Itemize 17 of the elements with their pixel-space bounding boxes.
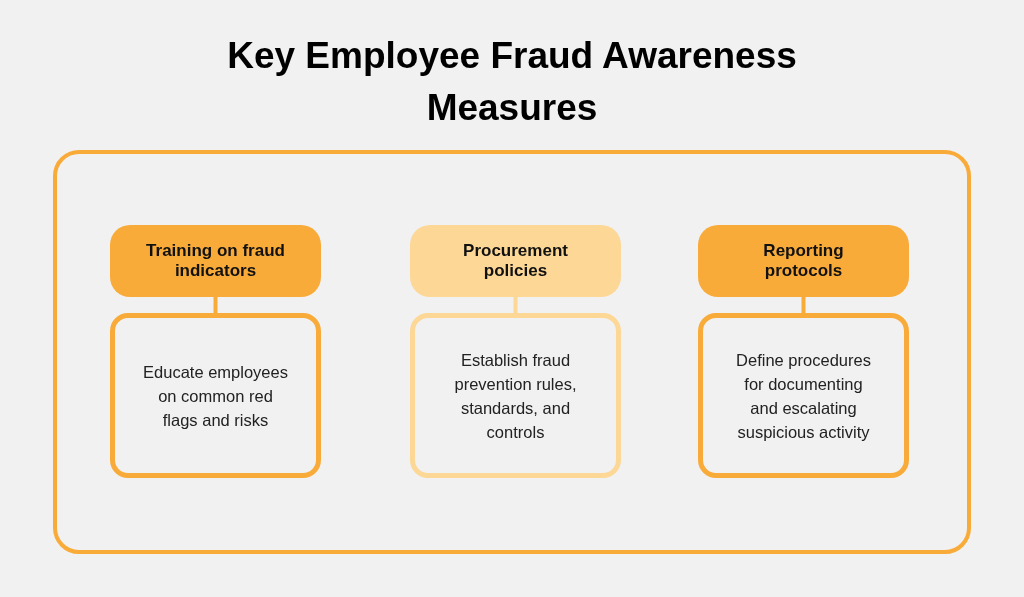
diagram-title: Key Employee Fraud Awareness Measures: [226, 34, 798, 130]
description-box: [698, 313, 909, 478]
heading-box: [110, 225, 321, 297]
description-box: [110, 313, 321, 478]
heading-box: [698, 225, 909, 297]
description-text: Define procedures for documenting and escalating suspicious activity: [735, 349, 872, 443]
heading-box: [410, 225, 621, 297]
heading-text: Procurement policies: [462, 241, 569, 281]
description-text: Educate employees on common red flags and risks: [142, 361, 289, 431]
heading-text: Reporting protocols: [762, 241, 845, 281]
connector-line: [213, 297, 218, 313]
description-text: Establish fraud prevention rules, standards, and controls: [453, 349, 578, 443]
outer-frame: [53, 150, 971, 554]
connector-line: [801, 297, 806, 313]
heading-text: Training on fraud indicators: [145, 241, 286, 281]
description-box: [410, 313, 621, 478]
connector-line: [513, 297, 518, 313]
